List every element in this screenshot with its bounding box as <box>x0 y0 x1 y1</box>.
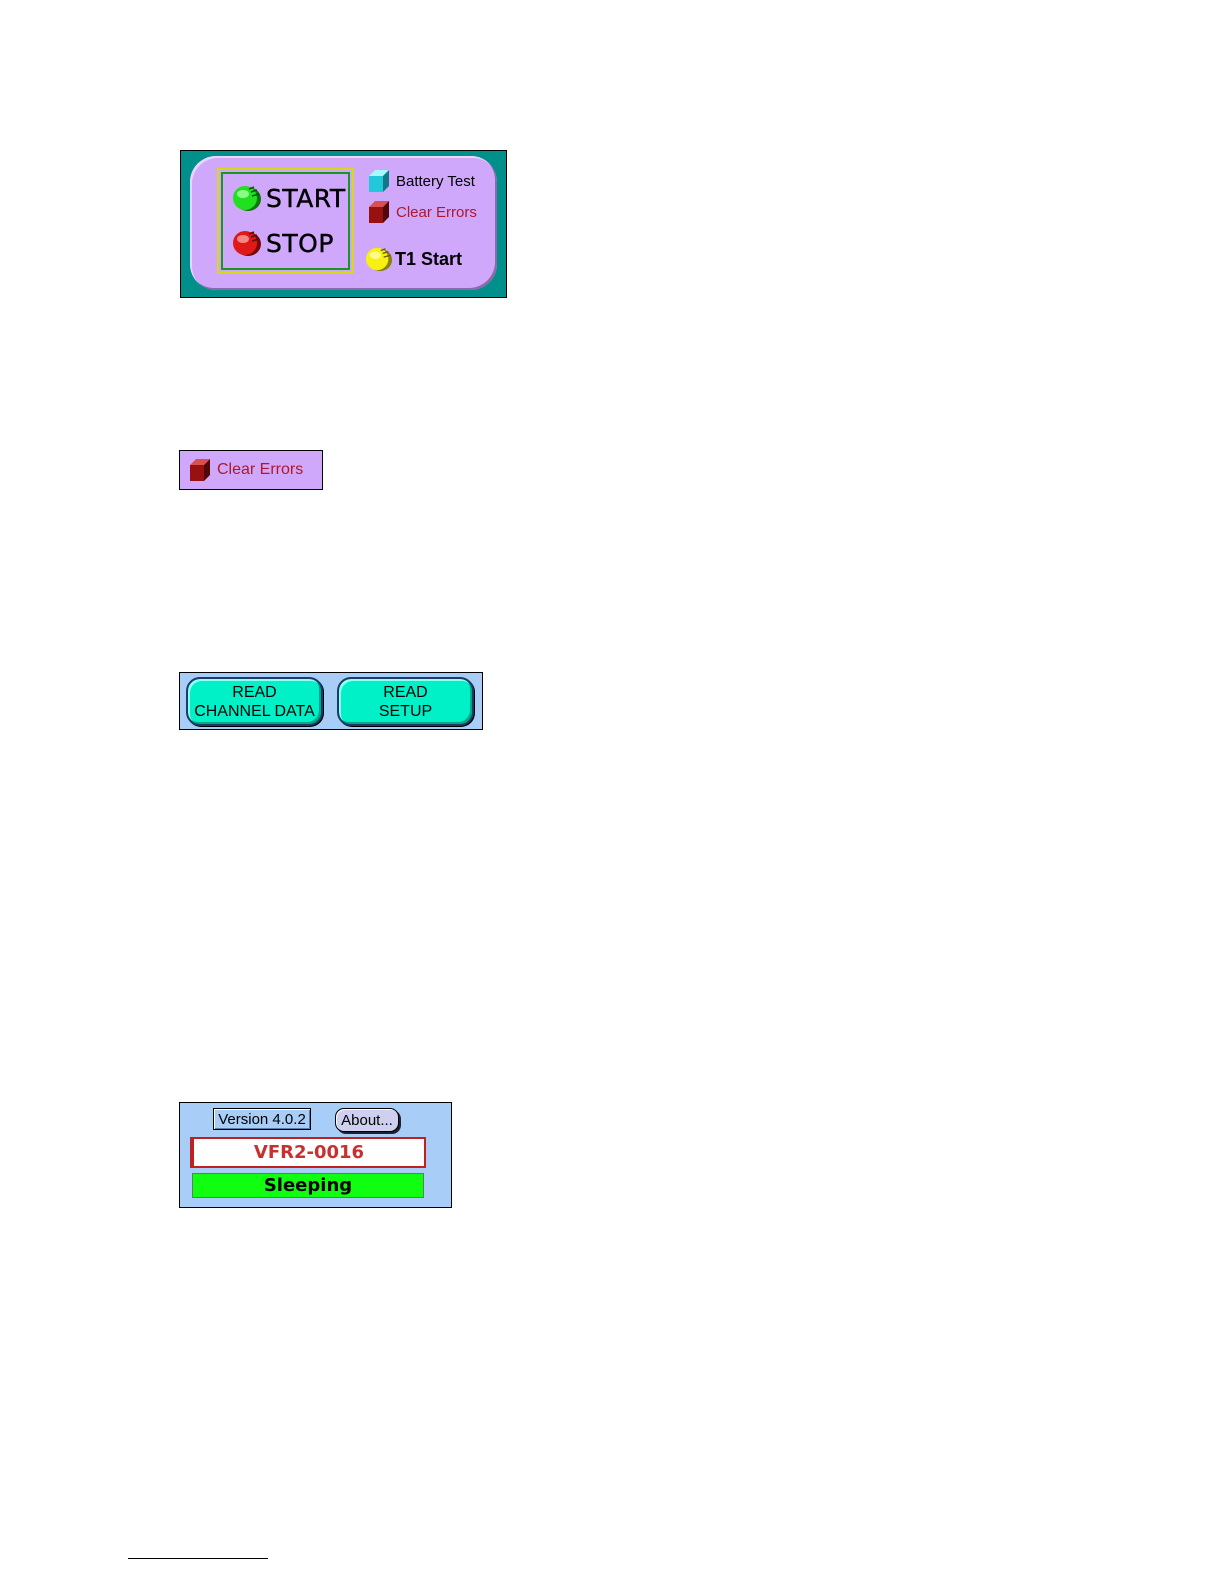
read-setup-button[interactable]: READ SETUP <box>337 677 474 726</box>
version-label: Version 4.0.2 <box>213 1108 311 1130</box>
read-channel-data-button[interactable]: READ CHANNEL DATA <box>186 677 323 726</box>
clear-errors-label: Clear Errors <box>396 204 477 221</box>
cyan-cube-icon <box>367 168 391 194</box>
red-cube-icon <box>188 457 212 483</box>
red-orb-icon <box>232 228 262 258</box>
control-panel-body: START STOP Battery Test <box>190 156 497 290</box>
clear-errors-standalone-label: Clear Errors <box>217 461 303 479</box>
device-id-display: VFR2-0016 <box>190 1137 426 1168</box>
t1-start-button[interactable]: T1 Start <box>365 245 462 273</box>
stop-label: STOP <box>266 229 334 258</box>
control-panel: START STOP Battery Test <box>180 150 507 298</box>
status-badge: Sleeping <box>192 1173 424 1198</box>
green-orb-icon <box>232 183 262 213</box>
clear-errors-button[interactable]: Clear Errors <box>367 199 477 225</box>
stop-button[interactable]: STOP <box>232 228 334 258</box>
status-panel: Version 4.0.2 About... VFR2-0016 Sleepin… <box>179 1102 452 1208</box>
red-cube-icon <box>367 199 391 225</box>
start-label: START <box>266 184 346 213</box>
battery-test-button[interactable]: Battery Test <box>367 168 475 194</box>
clear-errors-standalone-button[interactable]: Clear Errors <box>179 450 323 490</box>
about-button[interactable]: About... <box>335 1108 399 1132</box>
start-button[interactable]: START <box>232 183 346 213</box>
read-panel: READ CHANNEL DATA READ SETUP <box>179 672 483 730</box>
start-stop-group: START STOP <box>217 168 354 274</box>
battery-test-label: Battery Test <box>396 173 475 190</box>
footnote-separator <box>128 1558 268 1559</box>
yellow-orb-icon <box>365 245 393 273</box>
t1-start-label: T1 Start <box>395 249 462 270</box>
